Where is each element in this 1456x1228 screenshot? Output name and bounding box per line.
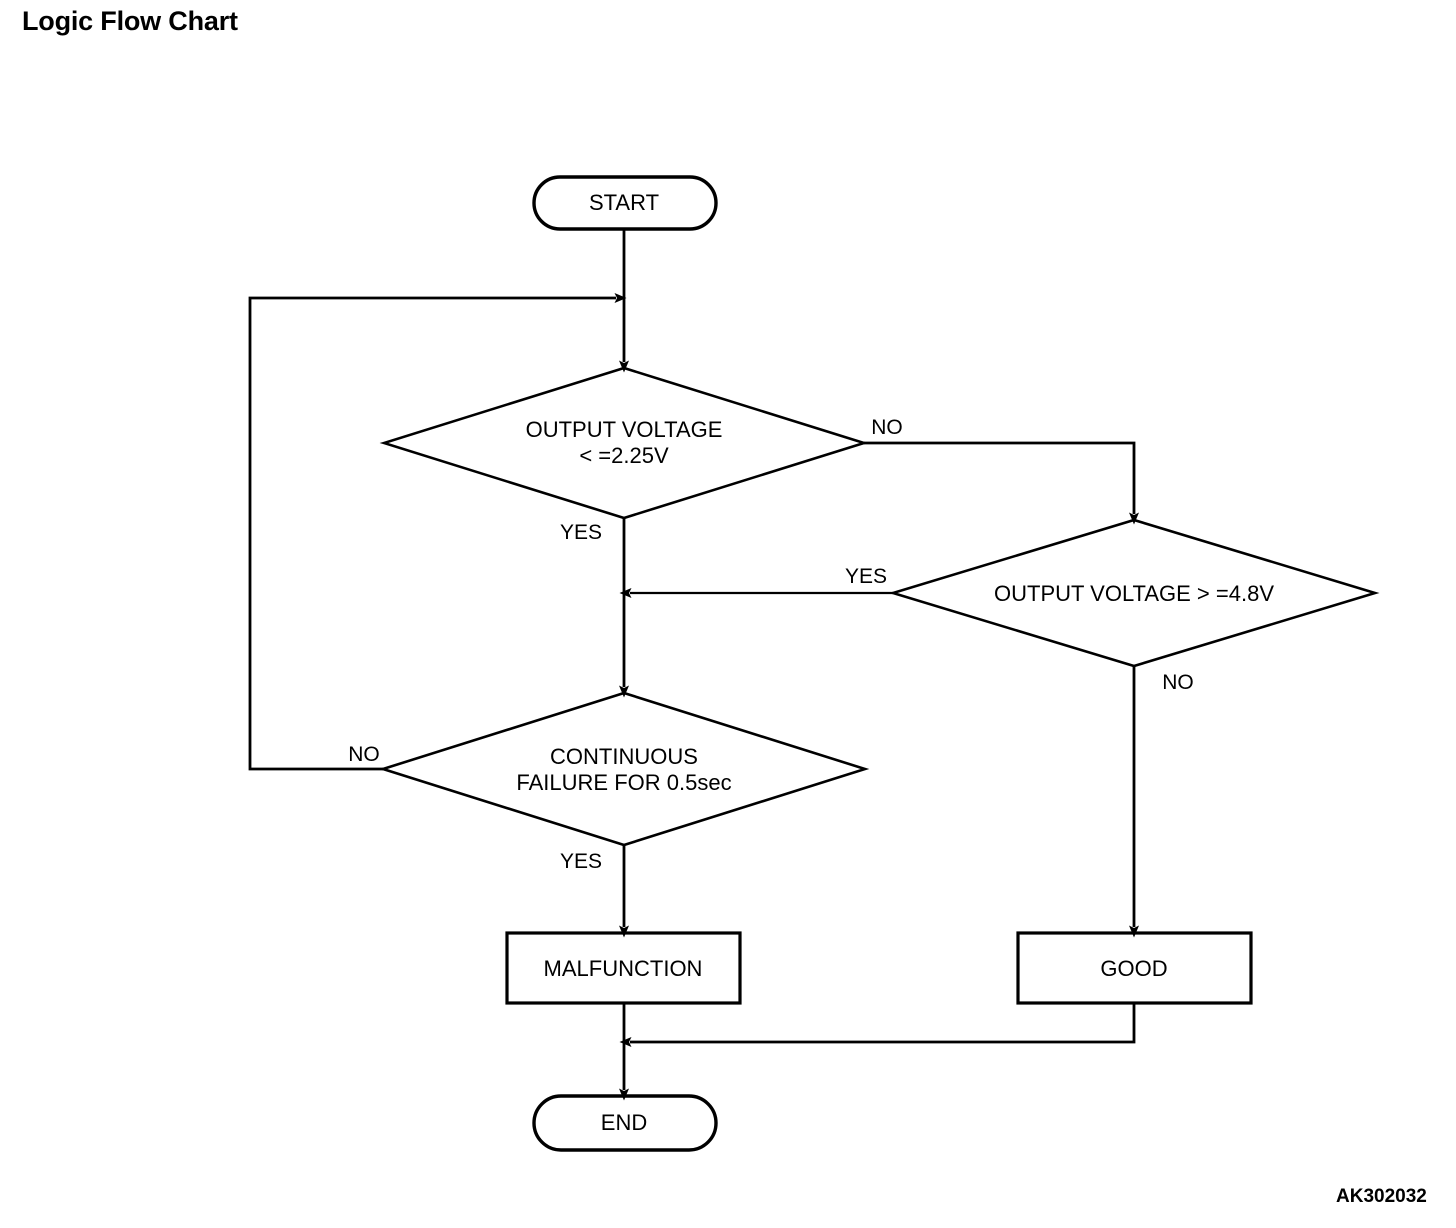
edge-label-decision1-yes: YES: [559, 521, 603, 544]
edge-label-decision1-no: NO: [871, 416, 903, 439]
node-label-good: GOOD: [1100, 956, 1168, 981]
node-good: [1016, 931, 1253, 1005]
edge-decision1-no-to-decision2: [864, 441, 1139, 525]
node-label-end: END: [600, 1110, 648, 1135]
edge-label-decision2-no: NO: [1162, 671, 1194, 694]
decision1-line1: OUTPUT VOLTAGE< =2.25V: [525, 417, 723, 468]
edge-decision3-no-feedback: [248, 293, 627, 771]
edge-label-decision3-yes: YES: [559, 850, 603, 873]
node-label-malfunction: MALFUNCTION: [543, 956, 703, 981]
edge-good-to-end: [619, 1003, 1136, 1047]
node-label-decision-output-voltage-low: OUTPUT VOLTAGE< =2.25V: [526, 417, 723, 469]
figure-code: AK302032: [1336, 1186, 1427, 1207]
page-title: Logic Flow Chart: [22, 6, 238, 36]
node-label-decision-output-voltage-high: OUTPUT VOLTAGE > =4.8V: [994, 581, 1274, 606]
edge-label-decision3-no: NO: [348, 743, 380, 766]
edge-label-decision2-yes: YES: [844, 565, 888, 588]
node-label-start: START: [588, 190, 660, 215]
